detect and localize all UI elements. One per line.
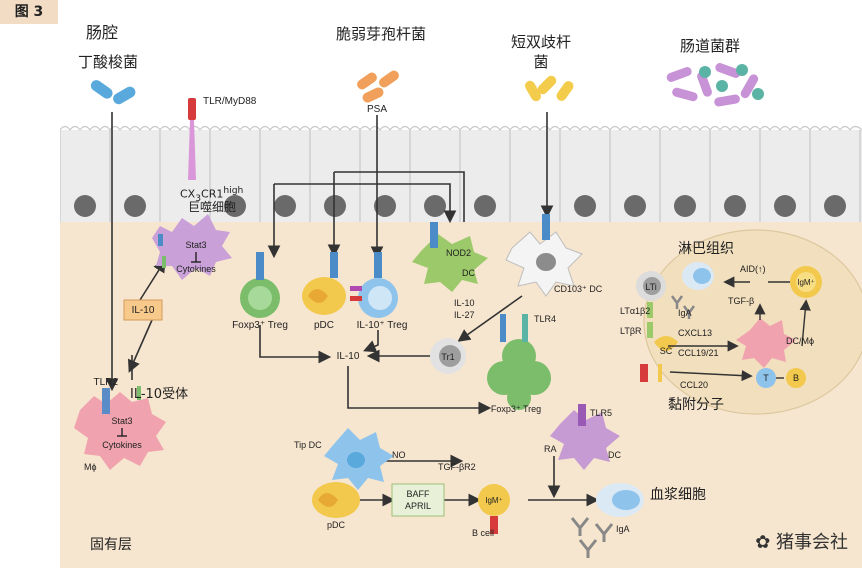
butyrate-bacteria-icon xyxy=(90,80,136,105)
il10-il27-label-1: IL-10 xyxy=(454,298,475,308)
stat3-bottom-label: Stat3 xyxy=(111,416,132,426)
il10-receptor-bottom xyxy=(137,386,141,400)
diagram-svg: Stat3 xyxy=(59,0,862,568)
cytokines-top-label: Cytokines xyxy=(176,264,216,274)
watermark-text: 猪事会社 xyxy=(776,532,848,553)
ltbr-label: LTβR xyxy=(620,326,642,336)
tr1-cell xyxy=(430,338,466,374)
iga-antibodies-bottom xyxy=(570,517,614,558)
m-phi-label: Mϕ xyxy=(84,462,97,472)
adhesion-molecule-label: 黏附分子 xyxy=(668,397,724,413)
b-cell-lymph-label: B xyxy=(793,373,799,383)
tlr-myd88-receptor xyxy=(188,98,196,180)
il10-receptor-label: IL-10受体 xyxy=(130,387,189,402)
tlr2-label: TLR2 xyxy=(94,377,119,388)
lti-label: LTi xyxy=(645,282,657,292)
tlr5-label: TLR5 xyxy=(590,408,612,418)
microbiota-icon xyxy=(666,63,764,107)
butyrate-bacteria-label: 丁酸梭菌 xyxy=(72,50,145,74)
lta1b2-label: LTα1β2 xyxy=(620,306,650,316)
tip-dc xyxy=(324,428,394,490)
plasma-cell xyxy=(596,483,644,517)
igm-lymph-label: IgM⁺ xyxy=(797,278,815,287)
cd103-dc xyxy=(505,214,583,297)
foxp3-treg-1 xyxy=(240,252,280,318)
watermark: ✿ 猪事会社 xyxy=(755,528,848,554)
tip-dc-label: Tip DC xyxy=(294,440,322,450)
foxp3-treg-2 xyxy=(487,314,551,410)
dc-tlr5-label: DC xyxy=(608,450,621,460)
ccl20-label: CCL20 xyxy=(680,380,708,390)
sfb-label: 短双歧杆菌 xyxy=(500,30,582,74)
stat3-top-label: Stat3 xyxy=(185,240,206,250)
psa-label: PSA xyxy=(367,104,387,115)
aid-label: AID(↑) xyxy=(740,264,766,274)
cytokines-bottom-label: Cytokines xyxy=(102,440,142,450)
iga-bottom-label: IgA xyxy=(616,524,630,534)
lumen-label: 肠腔 xyxy=(86,23,119,42)
foxp3-treg-2-label: Foxp3⁺ Treg xyxy=(491,404,541,414)
macrophage-cx3cr1-label-2: 巨噬细胞 xyxy=(188,200,237,214)
pdc-1 xyxy=(302,252,346,315)
lymph-tissue-title: 淋巴组织 xyxy=(678,241,734,257)
arrows-main xyxy=(105,112,600,507)
baff-april-box xyxy=(391,483,445,517)
ra-label: RA xyxy=(544,444,557,454)
microbiota-label: 肠道菌群 xyxy=(674,34,747,58)
plasma-cell-label: 血浆细胞 xyxy=(650,487,706,503)
t-cell-label: T xyxy=(763,373,769,383)
il10-box-1-label: IL-10 xyxy=(132,305,155,316)
foxp3-treg-1-label: Foxp3⁺ Treg xyxy=(232,320,288,331)
il10-box-1 xyxy=(123,299,163,321)
pdc-2 xyxy=(312,482,360,518)
tgf-br2-label: TGF-βR2 xyxy=(438,462,476,472)
tlr4-label: TLR4 xyxy=(534,314,556,324)
cd103-dc-label: CD103⁺ DC xyxy=(554,284,603,294)
il10-treg xyxy=(350,252,398,318)
figure-tag: 图 3 xyxy=(0,0,58,24)
igm-label: IgM⁺ xyxy=(485,496,503,505)
pdc-2-label: pDC xyxy=(327,520,346,530)
baff-label: BAFF xyxy=(406,489,430,499)
diagram-panel: Stat3 xyxy=(59,0,862,568)
macrophage-cx3cr1: Stat3 xyxy=(152,214,232,280)
il10-box-2-label: IL-10 xyxy=(337,351,360,362)
b-fragilis-icon xyxy=(357,70,399,103)
dc-mphi-label: DC/Mϕ xyxy=(786,336,814,346)
b-cell-label: B cell xyxy=(472,528,494,538)
b-fragilis-label: 脆弱芽孢杆菌 xyxy=(328,22,434,46)
tlr-myd88-label: TLR/MyD88 xyxy=(203,96,257,107)
macrophage-bottom xyxy=(74,388,166,470)
lymphoid-tissue xyxy=(636,229,862,415)
iga-lymph-label: IgA xyxy=(678,308,692,318)
ccl1921-label: CCL19/21 xyxy=(678,348,719,358)
nod2-label: NOD2 xyxy=(446,248,471,258)
dc-tlr5 xyxy=(550,404,620,470)
il10-il27-label-2: IL-27 xyxy=(454,310,475,320)
april-label: APRIL xyxy=(405,501,431,511)
lamina-propria-label: 固有层 xyxy=(90,537,132,553)
dc-nod2 xyxy=(412,222,488,292)
b-cell xyxy=(478,484,510,534)
il10-treg-label: IL-10⁺ Treg xyxy=(357,320,408,331)
tgfb-label: TGF-β xyxy=(728,296,754,306)
sfb-icon xyxy=(525,75,574,102)
sc-label: SC xyxy=(660,346,673,356)
svg-labels: TLR/MyD88 PSA Cytokines IL-10 TLR2 Stat3… xyxy=(84,96,815,538)
il10-receptor-top xyxy=(162,256,166,268)
pdc-1-label: pDC xyxy=(314,320,334,331)
dc-nod2-label: DC xyxy=(462,268,475,278)
cxcl13-label: CXCL13 xyxy=(678,328,712,338)
wechat-icon: ✿ xyxy=(755,532,776,553)
macrophage-cx3cr1-label-1: CX3CR1high xyxy=(180,185,244,204)
tr1-label: Tr1 xyxy=(441,352,454,362)
epithelium xyxy=(59,125,862,222)
no-label: NO xyxy=(392,450,406,460)
